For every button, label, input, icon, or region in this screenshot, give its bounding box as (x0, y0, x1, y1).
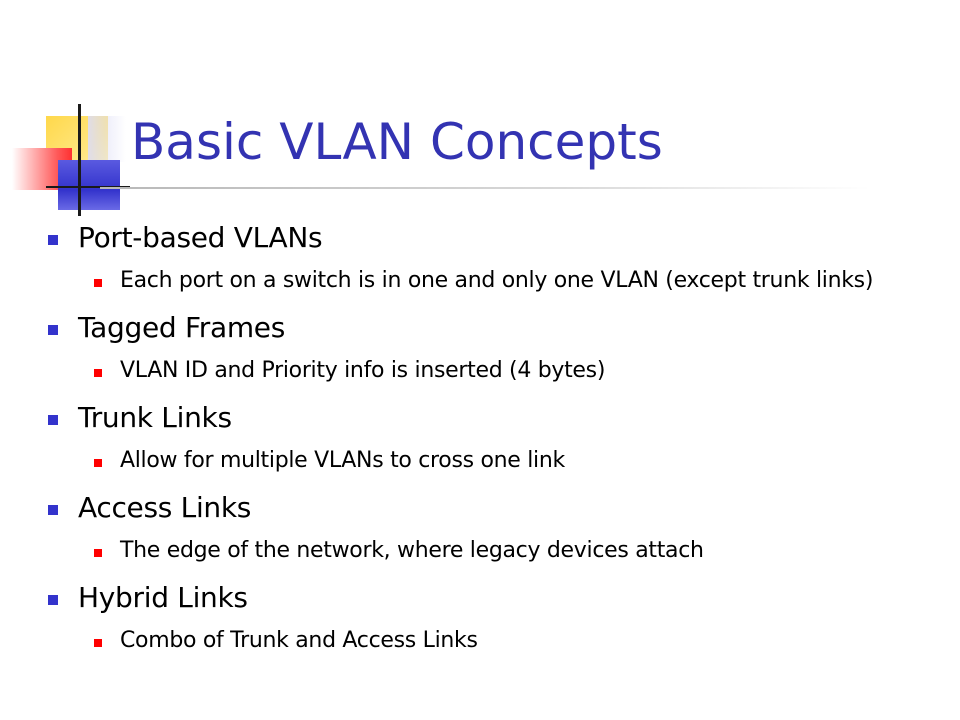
bullet-label: Trunk Links (78, 401, 232, 434)
sub-bullet-label: The edge of the network, where legacy de… (120, 538, 704, 563)
sub-bullet-item: Combo of Trunk and Access Links (48, 626, 908, 656)
square-bullet-icon (94, 459, 102, 467)
square-bullet-icon (48, 595, 58, 605)
bullet-item-port-based-vlans: Port-based VLANs (48, 216, 908, 260)
bullet-label: Access Links (78, 491, 252, 524)
blue-fade-decoration (88, 116, 126, 162)
bullet-list: Port-based VLANs Each port on a switch i… (48, 216, 908, 666)
sub-bullet-item: The edge of the network, where legacy de… (48, 536, 908, 566)
square-bullet-icon (94, 369, 102, 377)
blue-square-decoration (58, 160, 120, 210)
title-underline (100, 187, 870, 189)
square-bullet-icon (48, 235, 58, 245)
bullet-item-tagged-frames: Tagged Frames (48, 306, 908, 350)
square-bullet-icon (48, 325, 58, 335)
square-bullet-icon (94, 279, 102, 287)
square-bullet-icon (48, 505, 58, 515)
bullet-label: Port-based VLANs (78, 221, 323, 254)
sub-bullet-label: Allow for multiple VLANs to cross one li… (120, 448, 565, 473)
sub-bullet-item: Each port on a switch is in one and only… (48, 266, 908, 296)
horizontal-line-decoration (46, 186, 130, 188)
bullet-item-access-links: Access Links (48, 486, 908, 530)
sub-bullet-item: Allow for multiple VLANs to cross one li… (48, 446, 908, 476)
square-bullet-icon (94, 639, 102, 647)
square-bullet-icon (94, 549, 102, 557)
bullet-item-trunk-links: Trunk Links (48, 396, 908, 440)
square-bullet-icon (48, 415, 58, 425)
bullet-item-hybrid-links: Hybrid Links (48, 576, 908, 620)
bullet-label: Tagged Frames (78, 311, 286, 344)
sub-bullet-item: VLAN ID and Priority info is inserted (4… (48, 356, 908, 386)
sub-bullet-label: Combo of Trunk and Access Links (120, 628, 478, 653)
sub-bullet-label: VLAN ID and Priority info is inserted (4… (120, 358, 606, 383)
slide-title: Basic VLAN Concepts (131, 113, 663, 171)
sub-bullet-label: Each port on a switch is in one and only… (120, 268, 874, 293)
bullet-label: Hybrid Links (78, 581, 248, 614)
vertical-line-decoration (78, 104, 81, 216)
